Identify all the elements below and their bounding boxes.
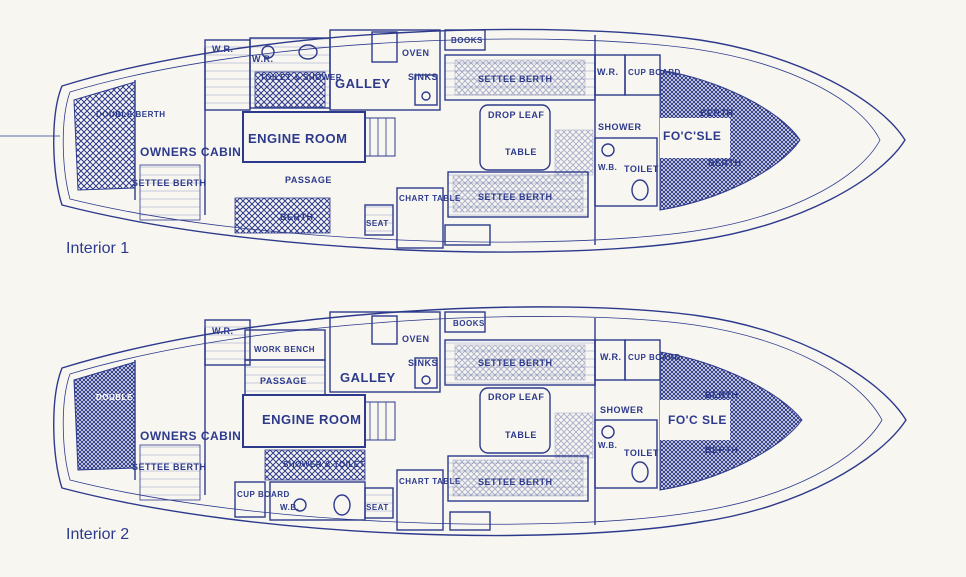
label-wr-aft: W.R. — [212, 44, 234, 54]
label-drop-leaf: DROP LEAF — [488, 110, 544, 120]
interior-2-plan — [53, 306, 907, 537]
label-seat: SEAT — [366, 219, 389, 228]
label2-settee-aft: SETTEE BERTH — [132, 462, 207, 472]
label2-sinks: SINKS — [408, 358, 438, 368]
label-owners-cabin: OWNERS CABIN — [140, 145, 241, 159]
label2-double-berth: DOUBLE BERTH — [96, 393, 166, 402]
interior-1-plan — [0, 28, 906, 253]
caption-interior-1: Interior 1 — [66, 240, 130, 257]
label-berth-fwd-b: BERTH — [708, 158, 742, 168]
label2-focsle: FO'C SLE — [668, 413, 727, 427]
label2-cupboard-fwd: CUP BOARD — [628, 353, 681, 362]
label2-oven: OVEN — [402, 334, 430, 344]
label2-cupboard-aft: CUP BOARD — [237, 490, 290, 499]
label-wr-inner: W.R. — [252, 54, 274, 64]
label2-wb-fwd: W.B. — [598, 441, 617, 450]
label-oven: OVEN — [402, 48, 430, 58]
label-table: TABLE — [505, 147, 537, 157]
label2-wb-aft: W.B. — [280, 503, 299, 512]
label-settee-aft: SETTEE BERTH — [132, 178, 207, 188]
label2-wr-aft: W.R. — [212, 326, 234, 336]
label-wb-fwd: W.B. — [598, 163, 617, 172]
hull-outline — [53, 28, 906, 253]
label2-passage: PASSAGE — [260, 376, 307, 386]
label2-engine-room: ENGINE ROOM — [262, 412, 361, 427]
label2-toilet-fwd: TOILET — [624, 448, 659, 458]
label-engine-room: ENGINE ROOM — [248, 131, 347, 146]
label-sinks: SINKS — [408, 72, 438, 82]
label-settee-bottom: SETTEE BERTH — [478, 192, 553, 202]
label-books: BOOKS — [451, 36, 483, 45]
label-toilet-fwd: TOILET — [624, 164, 659, 174]
label2-berth-fwd-a: BERTH — [705, 390, 739, 400]
label-chart-table: CHART TABLE — [399, 194, 461, 203]
label2-chart-table: CHART TABLE — [399, 477, 461, 486]
label2-drop-leaf: DROP LEAF — [488, 392, 544, 402]
label2-work-bench: WORK BENCH — [254, 345, 315, 354]
label-shower-fwd: SHOWER — [598, 122, 642, 132]
label2-settee-bottom: SETTEE BERTH — [478, 477, 553, 487]
label2-table: TABLE — [505, 430, 537, 440]
caption-interior-2: Interior 2 — [66, 526, 130, 543]
label-wr-fwd: W.R. — [597, 67, 619, 77]
label2-owners-cabin: OWNERS CABIN — [140, 429, 241, 443]
label-toilet-shower: TOILET & SHOWER — [260, 73, 342, 82]
label2-berth-fwd-b: BERTH — [705, 445, 739, 455]
label-berth-fwd-a: BERTH — [700, 108, 734, 118]
label2-seat: SEAT — [366, 503, 389, 512]
label2-settee-top: SETTEE BERTH — [478, 358, 553, 368]
label2-galley: GALLEY — [340, 370, 396, 385]
label-passage: PASSAGE — [285, 175, 332, 185]
label-settee-top: SETTEE BERTH — [478, 74, 553, 84]
label-focsle: FO'C'SLE — [663, 129, 721, 143]
label-galley: GALLEY — [335, 76, 391, 91]
label2-books: BOOKS — [453, 319, 485, 328]
label2-wr-fwd: W.R. — [600, 352, 622, 362]
label-berth-aft: BERTH — [280, 212, 314, 222]
label2-shower-toilet: SHOWER & TOILET — [283, 460, 365, 469]
label2-shower-fwd: SHOWER — [600, 405, 644, 415]
label-cupboard: CUP BOARD — [628, 68, 681, 77]
hull-outline-2 — [53, 306, 907, 537]
label-double-berth: DOUBLE BERTH — [96, 110, 166, 119]
